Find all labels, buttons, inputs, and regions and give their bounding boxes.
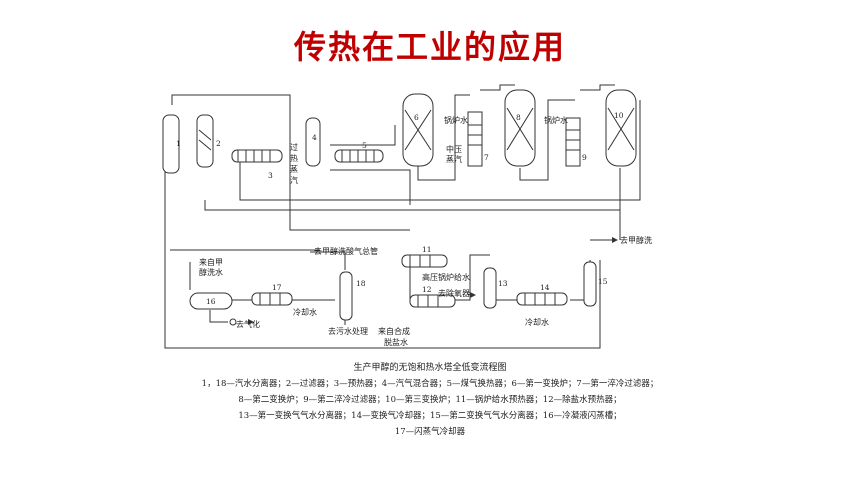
eq-number: 16 [206,297,216,306]
mixer-4 [305,117,321,167]
eq-number: 14 [540,283,550,292]
pipe-main-top [171,94,410,231]
pipe-reactor-6-out [417,94,470,181]
pipe-8-out [519,99,575,181]
label-boiler-water: 锅炉水 [444,115,468,125]
eq-number: 9 [582,153,587,162]
quench-filter-7 [467,111,483,167]
pipe-to-acid [310,251,346,270]
pipe-to-8 [480,84,515,91]
separator-13 [483,267,497,309]
eq-number: 5 [362,141,367,150]
label-from-methanol-wash: 醇洗水 [199,267,223,277]
eq-number: 6 [414,113,419,122]
pipe-12-13 [455,254,490,301]
reactor-8 [504,89,536,167]
separator-18 [339,271,353,321]
label-superheated-steam: 蒸 [290,164,298,174]
cooler-17 [251,292,293,306]
label-hp-boiler-feedwater: 高压锅炉给水 [422,272,470,282]
arrow-icon [470,292,476,298]
pipe-16-down [209,310,228,323]
arrow-icon [612,237,618,243]
label-to-acid-gas: 去甲醇洗酸气总管 [314,246,378,256]
valve-icon [229,318,237,326]
arrow-icon [248,319,254,325]
eq-number: 2 [216,139,221,148]
legend-line: 17—闪蒸气冷却器 [394,427,466,437]
diagram-caption-title: 生产甲醇的无饱和热水塔全低变流程图 [353,363,507,373]
exchanger-5 [334,149,384,163]
label-cooling-water: 冷却水 [293,307,317,317]
preheater-3 [231,149,283,163]
label-cooling-water: 冷却水 [525,317,549,327]
eq-number: 3 [268,171,273,180]
separator-15 [583,261,597,307]
page-title: 传热在工业的应用 [293,28,566,66]
reactor-10 [605,89,637,167]
pipe-bottom-loop [164,165,601,349]
label-desalted-water: 脱盐水 [384,337,408,347]
preheater-12 [409,294,456,308]
eq-number: 18 [356,279,366,288]
quench-filter-9 [565,117,581,167]
filter-2 [196,114,214,168]
eq-number: 17 [272,283,282,292]
legend-line: 8—第二变换炉；9—第二淬冷过滤器；10—第三变换炉；11—锅炉给水预热器；12… [238,395,622,405]
eq-number: 11 [422,245,432,254]
label-superheated-steam: 过 [290,142,298,152]
legend-line: 13—第一变换气气水分离器；14—变换气冷却器；15—第二变换气气水分离器；16… [238,411,622,421]
label-mid-pressure-steam: 蒸汽 [446,154,462,164]
flash-tank-16 [189,292,233,310]
label-mid-pressure-steam: 中压 [446,144,462,154]
label-to-gasification: 去气化 [236,319,260,329]
vessel-1 [162,114,180,174]
preheater-11 [401,254,448,268]
label-superheated-steam: 汽 [290,175,298,185]
pipe-mid [204,200,620,211]
eq-number: 7 [484,153,489,162]
pipe-top-return [239,100,641,201]
eq-number: 13 [498,279,508,288]
label-to-sewage: 去污水处理 [328,326,368,336]
label-to-methanol-wash: 去甲醇洗 [620,235,652,245]
legend-line: 1，18—汽水分离器；2—过滤器；3—预热器；4—汽气混合器；5—煤气换热器；6… [201,379,659,389]
eq-number: 1 [176,139,181,148]
eq-number: 15 [598,277,608,286]
eq-number: 4 [312,133,317,142]
eq-number: 10 [614,111,624,120]
label-superheated-steam: 热 [290,153,298,163]
label-from-methanol-wash: 来自甲 [199,257,223,267]
pipe-hx-return [330,169,411,205]
label-boiler-water: 锅炉水 [544,115,568,125]
pipe-11-12 [409,262,418,301]
label-to-deaerator: 去除氧器 [438,288,470,298]
eq-number: 12 [422,285,432,294]
pipe-hx-chain [330,125,396,146]
eq-number: 8 [516,113,521,122]
pipe-to-10 [580,84,615,91]
label-from-synthesis: 来自合成 [378,326,410,336]
